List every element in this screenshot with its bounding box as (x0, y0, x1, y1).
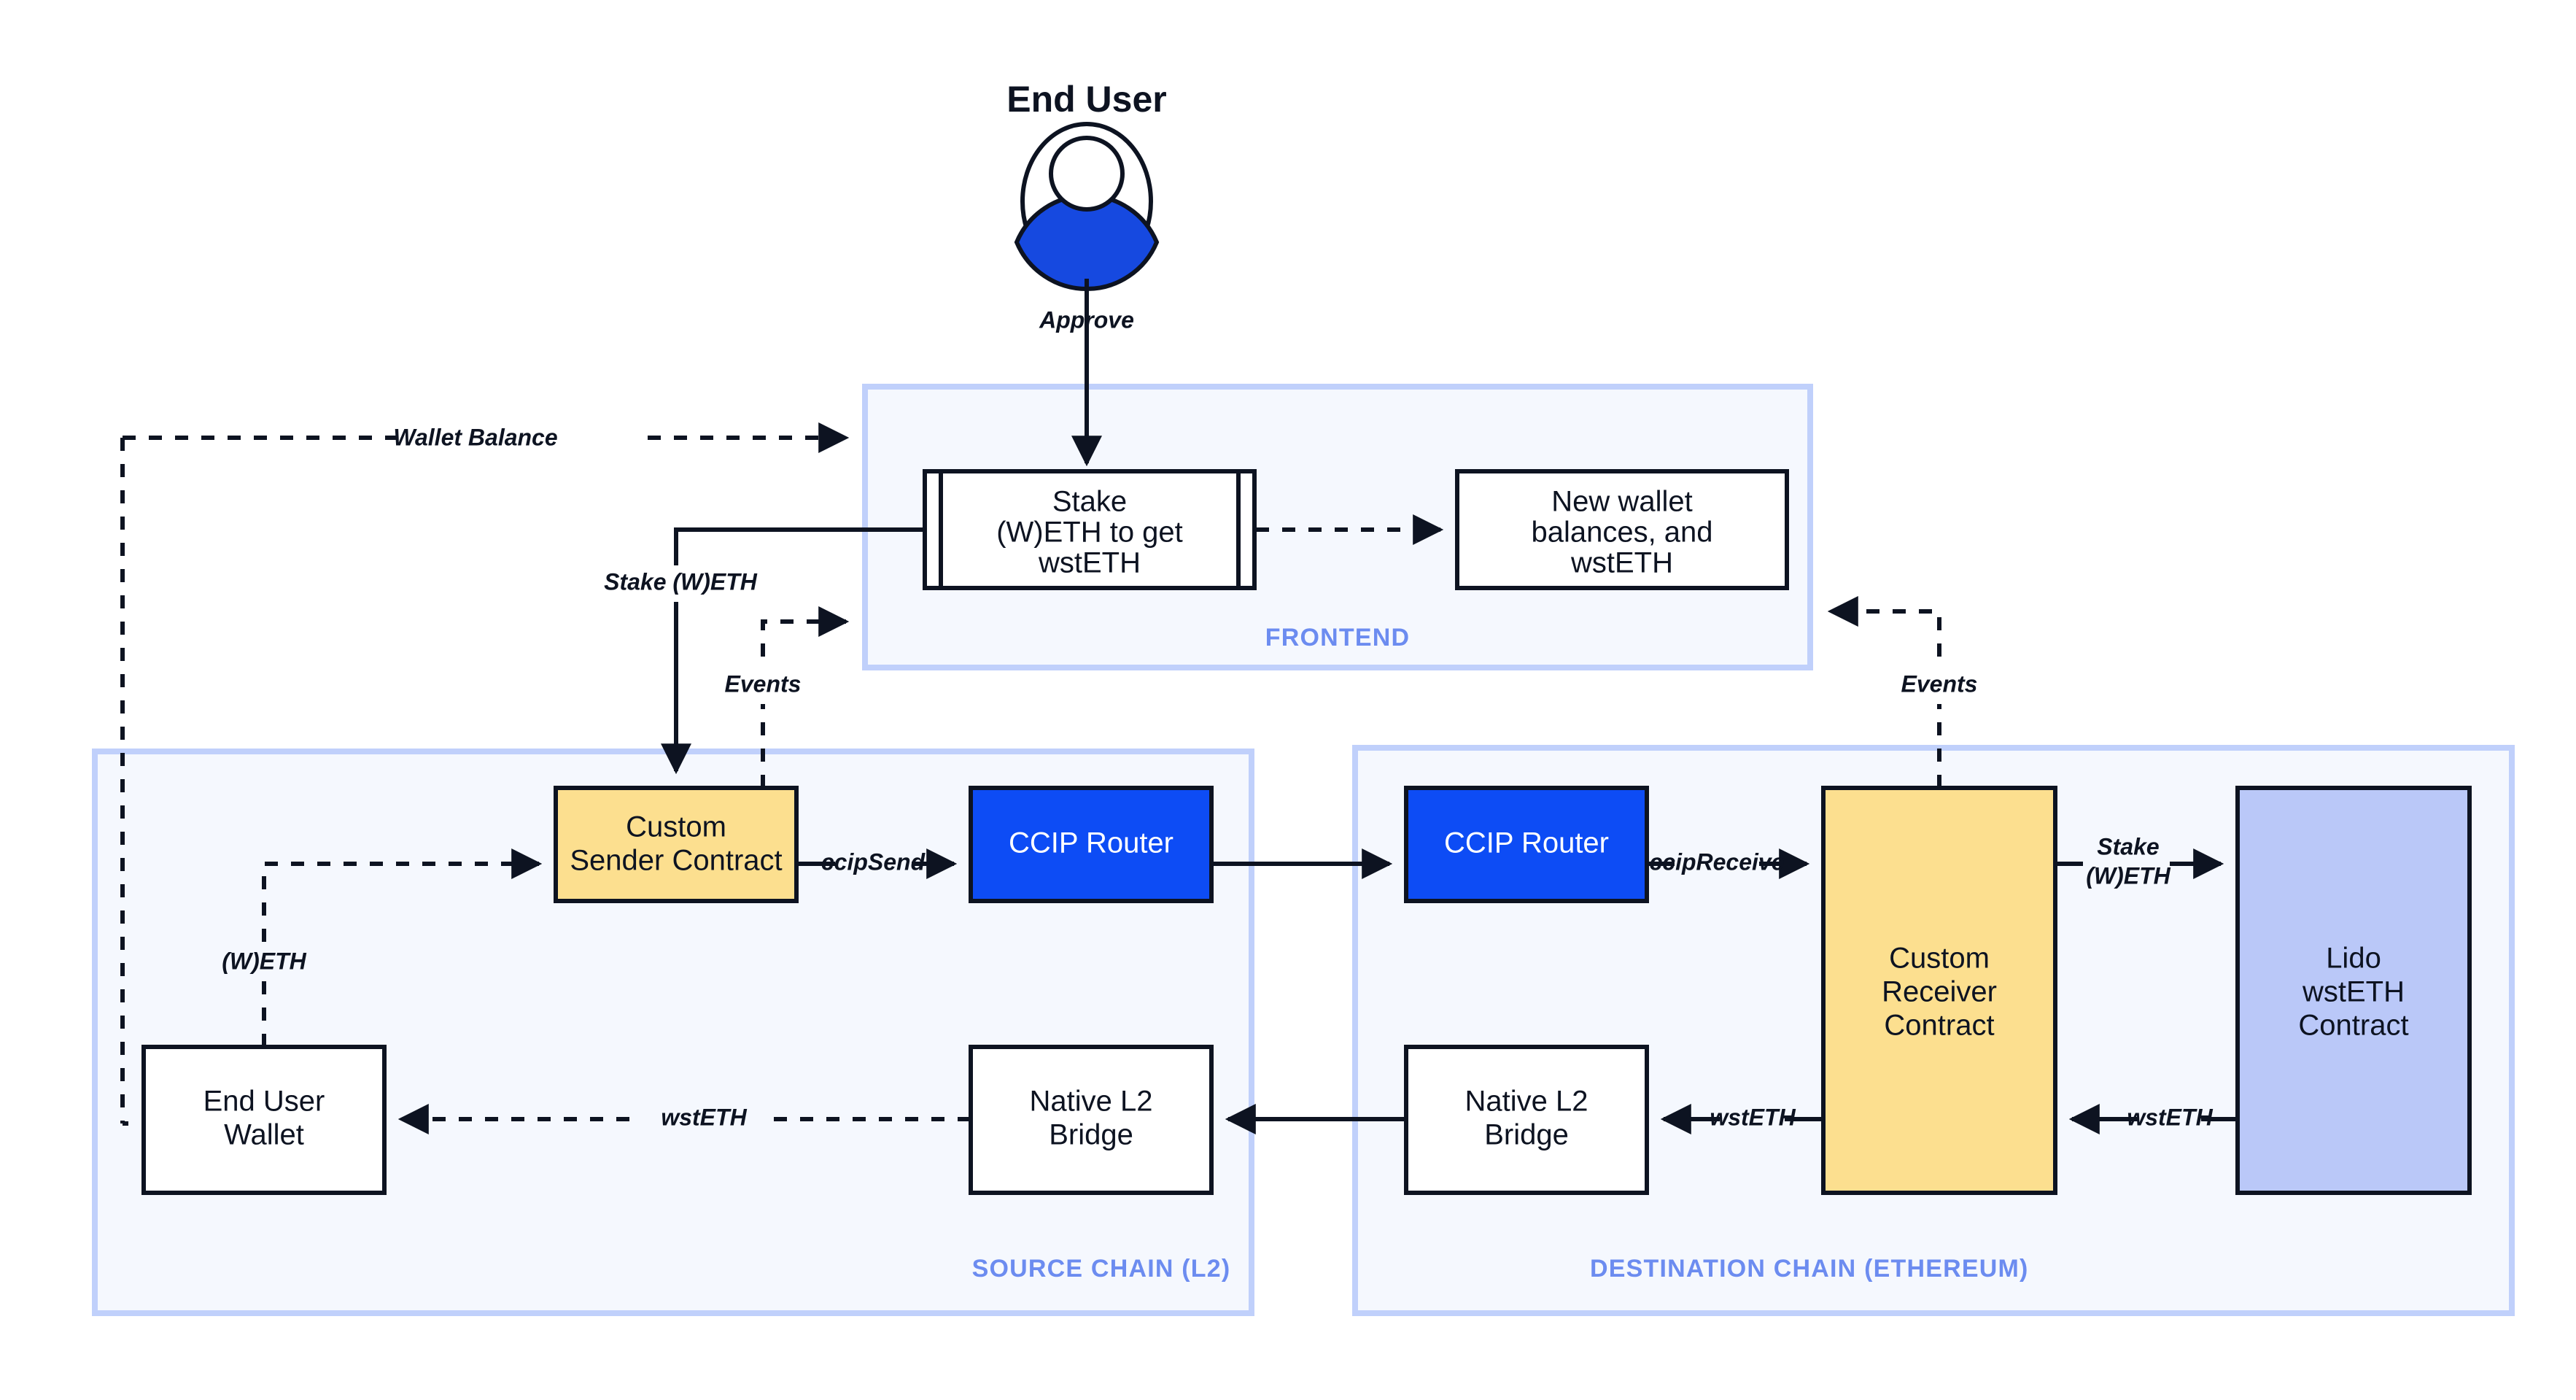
node-native-bridge-source[interactable]: Native L2 Bridge (969, 1045, 1214, 1195)
node-end-user-wallet[interactable]: End User Wallet (141, 1045, 387, 1195)
edge-stake-weth-right: Stake (W)ETH (2055, 833, 2224, 889)
edge-label-events-right: Events (1901, 670, 1978, 697)
stake-form-label-line-3: wstETH (1038, 547, 1141, 579)
edge-label-ccip-receive: ccipReceive (1649, 848, 1784, 875)
node-lido-wsteth-contract[interactable]: Lido wstETH Contract (2235, 786, 2472, 1195)
stake-weth-left-label-bg (576, 565, 788, 602)
node-ccip-router-source[interactable]: CCIP Router (969, 786, 1214, 903)
node-ccip-router-dest[interactable]: CCIP Router (1404, 786, 1649, 903)
edge-wsteth-source: wstETH (397, 1101, 971, 1137)
events-left-label-bg (700, 668, 828, 704)
edge-label-approve: Approve (1039, 306, 1134, 333)
stake-form-label-line-2: (W)ETH to get (996, 517, 1183, 549)
stake-form-label-line-1: Stake (1052, 486, 1127, 518)
end-user-actor: End User (1006, 79, 1167, 291)
node-new-balances[interactable]: New wallet balances, and wstETH (1455, 469, 1789, 590)
frontend-container-label: FRONTEND (1265, 624, 1410, 651)
edge-wallet-balance: Wallet Balance (120, 419, 850, 1126)
edge-label-stake-weth-left: Stake (W)ETH (604, 568, 758, 595)
native-bridge-source-label-line-2: Bridge (1049, 1119, 1133, 1151)
custom-receiver-label-line-3: Contract (1884, 1010, 1994, 1042)
custom-receiver-label-line-2: Receiver (1882, 976, 1997, 1008)
native-bridge-source-label-line-1: Native L2 (1030, 1086, 1153, 1118)
end-user-wallet-rect (141, 1045, 387, 1195)
new-balances-label-line-2: balances, and (1531, 517, 1712, 549)
edge-weth: (W)ETH (204, 848, 543, 1047)
edge-events-right: Events (1827, 596, 2009, 788)
custom-receiver-label-line-1: Custom (1889, 943, 1990, 975)
user-avatar-icon (1014, 122, 1160, 291)
stake-form-outer-rect (923, 469, 1257, 590)
end-user-wallet-label-line-1: End User (203, 1086, 325, 1118)
wallet-balance-label-bg (408, 419, 642, 457)
node-native-bridge-dest[interactable]: Native L2 Bridge (1404, 1045, 1649, 1195)
edge-label-events-left: Events (725, 670, 802, 697)
edge-label-wsteth-dest-bridge: wstETH (1710, 1104, 1796, 1130)
ccip-router-source-label: CCIP Router (1009, 827, 1173, 859)
node-custom-receiver-contract[interactable]: Custom Receiver Contract (1821, 786, 2057, 1195)
node-stake-form[interactable]: Stake (W)ETH to get wstETH (923, 469, 1257, 590)
edge-ccip-receive: ccipReceive (1647, 848, 1810, 879)
ccip-router-dest-label: CCIP Router (1444, 827, 1609, 859)
destination-chain-container-label: DESTINATION CHAIN (ETHEREUM) (1590, 1255, 2029, 1283)
custom-sender-rect (554, 786, 799, 903)
edge-stake-weth-left: Stake (W)ETH (576, 527, 925, 775)
edge-label-wsteth-source: wstETH (661, 1104, 747, 1130)
lido-contract-label-line-1: Lido (2326, 943, 2381, 975)
edge-ccip-send: ccipSend (796, 848, 958, 879)
end-user-wallet-label-line-2: Wallet (224, 1119, 304, 1151)
new-balances-label-line-1: New wallet (1551, 486, 1692, 518)
lido-contract-label-line-3: Contract (2298, 1010, 2408, 1042)
custom-sender-label-line-1: Custom (626, 811, 726, 843)
lido-contract-label-line-2: wstETH (2302, 976, 2405, 1008)
native-bridge-dest-label-line-1: Native L2 (1465, 1086, 1588, 1118)
edge-label-ccip-send: ccipSend (821, 848, 926, 875)
edge-approve: Approve (1039, 279, 1134, 467)
native-bridge-dest-rect (1404, 1045, 1649, 1195)
custom-sender-label-line-2: Sender Contract (570, 845, 782, 877)
edge-wsteth-dest-bridge: wstETH (1660, 1104, 1823, 1134)
native-bridge-dest-label-line-2: Bridge (1484, 1119, 1569, 1151)
wsteth-source-label-bg (635, 1101, 773, 1137)
edge-label-weth: (W)ETH (222, 948, 306, 974)
edge-label-stake-weth-right-1: Stake (2097, 833, 2159, 859)
ccip-router-dest-rect (1404, 786, 1649, 903)
new-balances-label-line-3: wstETH (1570, 547, 1673, 579)
new-balances-rect (1455, 469, 1789, 590)
end-user-title: End User (1006, 79, 1167, 120)
edge-wsteth-lido: wstETH (2068, 1104, 2238, 1134)
custom-receiver-rect (1821, 786, 2057, 1195)
ccip-router-source-rect (969, 786, 1214, 903)
edge-label-stake-weth-right-2: (W)ETH (2086, 862, 2170, 889)
node-custom-sender-contract[interactable]: Custom Sender Contract (554, 786, 799, 903)
edge-events-left: Events (700, 606, 850, 788)
source-chain-container-label: SOURCE CHAIN (L2) (972, 1255, 1231, 1283)
events-right-label-bg (1882, 668, 2009, 704)
weth-label-bg (204, 945, 328, 981)
edge-label-wsteth-lido: wstETH (2127, 1104, 2213, 1130)
edge-label-wallet-balance: Wallet Balance (393, 424, 557, 450)
lido-contract-rect (2235, 786, 2472, 1195)
